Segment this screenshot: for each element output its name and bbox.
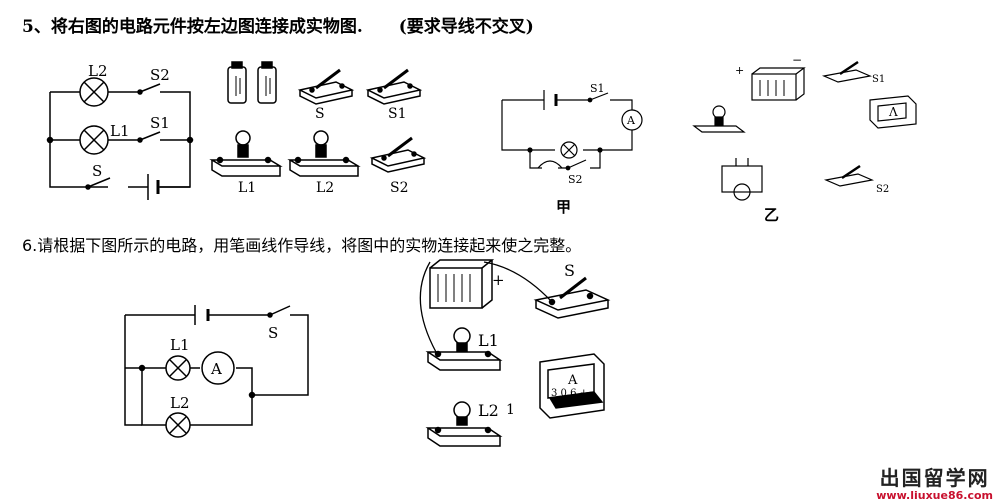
q6-parts: + S L1 L2 1 A 3 0.6 + [419,259,611,447]
switch-s2-symbol [137,83,161,95]
question-5-number: 5、 [22,17,51,37]
wire-battery-to-switch [483,261,553,303]
battery-cell-icon [257,61,277,104]
label-s: S [564,261,575,280]
battery-pack-icon [751,67,806,101]
label-meter: Λ [888,105,898,119]
label-l2: L2 [88,62,108,80]
lamp-icon [692,105,746,133]
label-minus: − [792,53,802,67]
label-s2: S2 [150,66,170,84]
switch-s2-symbol [565,159,587,171]
label-a: A [567,373,578,388]
ammeter-icon [539,353,605,419]
switch-s1-symbol [587,92,609,103]
lamp-l2-symbol [79,77,109,107]
part-label-l2: L2 [316,180,334,196]
part-label-l1: L1 [238,180,256,196]
battery-pack-icon [429,259,495,309]
ammeter-icon [869,95,917,129]
junction-dot [138,364,146,372]
junction-dot [527,147,533,153]
lamp-l2-symbol [165,412,191,438]
label-s: S [92,162,102,180]
label-a: A [210,360,222,378]
question-5-title: 5、将右图的电路元件按左边图连接成实物图. (要求导线不交叉) [22,12,534,37]
question-5-requirement: (要求导线不交叉) [398,17,534,37]
bell-icon [721,158,763,201]
label-note-1: 1 [506,402,515,418]
switch-s1-icon [365,68,423,105]
junction-dot [597,147,603,153]
watermark-url[interactable]: www.liuxue86.com [876,489,993,502]
lamp-l1-icon [209,130,283,177]
junction-dot [46,136,54,144]
switch-s-icon [533,276,611,319]
caption-jia: 甲 [556,198,571,216]
q5-right-circuit-diagram: S1 A S2 甲 [501,82,643,216]
part-label-s: S [315,106,325,122]
q5-left-parts: S S1 L1 L2 S2 [209,61,427,196]
lamp-l2-icon [425,401,503,447]
switch-s-icon [297,68,355,105]
switch-s1-symbol [137,131,161,143]
label-s2: S2 [876,184,889,195]
part-label-s1: S1 [388,106,407,122]
switch-s-symbol [85,177,111,190]
battery-symbol [147,174,160,200]
junction-dot [248,391,256,399]
switch-s-symbol [267,305,291,318]
switch-s2-icon [823,164,875,187]
label-l2: L2 [478,401,499,420]
battery-cell-icon [227,61,247,104]
question-6-title: 6.请根据下图所示的电路，用笔画线作导线，将图中的实物连接起来使之完整。 [22,236,582,255]
ammeter-symbol [201,351,235,385]
label-l1: L1 [170,336,190,354]
label-a: A [626,114,636,127]
wire-battery-to-lamp [419,261,437,353]
junction-dot [186,136,194,144]
ammeter-symbol [621,109,643,131]
q6-circuit-diagram: L1 A S L2 [124,305,309,438]
watermark: 出国留学网 www.liuxue86.com [876,462,993,502]
battery-symbol [543,90,558,110]
label-scale: 3 0.6 + [551,388,588,399]
part-label-s2: S2 [390,180,409,196]
lamp-l1-icon [425,327,503,371]
label-s: S [268,324,278,342]
label-l1: L1 [110,122,130,140]
lamp-symbol [560,141,578,159]
lamp-l2-icon [287,130,361,177]
label-s1: S1 [150,114,170,132]
question-5-text: 将右图的电路元件按左边图连接成实物图. [50,17,363,37]
label-s1: S1 [590,82,605,95]
label-l2: L2 [170,394,190,412]
switch-s2-icon [369,136,427,173]
label-plus: + [735,64,744,77]
label-plus: + [492,271,505,289]
bell-symbol [537,160,563,169]
label-s2: S2 [568,173,583,186]
caption-yi: 乙 [764,206,779,224]
lamp-l1-symbol [165,355,191,381]
watermark-site-name: 出国留学网 [879,466,990,490]
battery-symbol [194,305,210,325]
q5-right-parts: + − S1 Λ S2 乙 [692,53,917,224]
label-l1: L1 [478,331,499,350]
label-s1: S1 [872,74,885,85]
q5-left-circuit-diagram: L2 L1 S2 S1 S [46,62,194,200]
switch-s1-icon [821,60,873,83]
lamp-l1-symbol [79,125,109,155]
